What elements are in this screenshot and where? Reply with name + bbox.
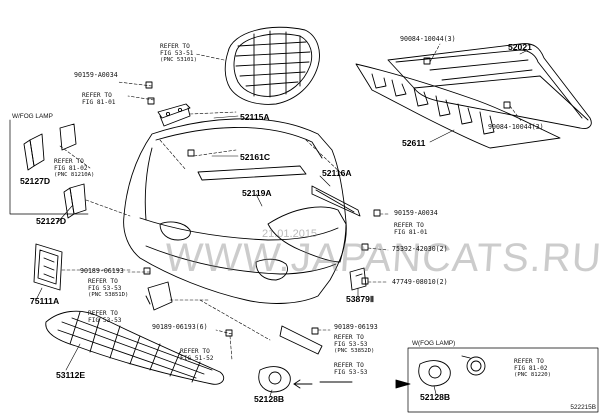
front-bumper-cover (123, 118, 347, 304)
fastener-90189-b[interactable]: 90189-06193(6) (152, 323, 208, 331)
diagram-code: 522215B (570, 404, 596, 411)
license-plate-bracket (33, 243, 63, 291)
part-number-53879[interactable]: 53879Ⅱ (346, 294, 375, 304)
upper-retainer (157, 103, 191, 127)
part-number-52611[interactable]: 52611 (402, 138, 426, 148)
side-bracket (267, 206, 347, 263)
side-retainer (311, 185, 361, 217)
fastener-75392[interactable]: 75392-42030(2) (392, 245, 448, 253)
part-number-52128b-left[interactable]: 52128B (254, 394, 285, 404)
bracket-53879 (349, 267, 367, 291)
part-number-leaders (35, 49, 529, 397)
fastener-90084-top[interactable]: 90084-10044(3) (400, 35, 456, 43)
part-number-52021[interactable]: 52021 (508, 42, 532, 52)
part-number-52127d-lower[interactable]: 52127D (36, 216, 67, 226)
energy-absorber (355, 63, 561, 149)
fastener-90159-mid[interactable]: 90159-A0034 (394, 209, 438, 217)
fog-lamp-frame-left (9, 119, 89, 215)
fastener-90189-a[interactable]: 90189-06193 (80, 267, 124, 275)
part-number-52115a[interactable]: 52115A (240, 112, 270, 122)
part-number-52161c[interactable]: 52161C (240, 152, 271, 162)
fog-lamp-frame-right (407, 347, 599, 413)
lower-right-bracket (279, 325, 323, 355)
leader-lines (59, 43, 523, 361)
part-number-52128b-right[interactable]: 52128B (420, 392, 451, 402)
lower-left-bracket (145, 281, 173, 311)
fog-lamp-tag-right: W(FOG LAMP) (412, 340, 456, 347)
part-number-53112e[interactable]: 53112E (56, 370, 86, 380)
part-number-52119a[interactable]: 52119A (242, 188, 272, 198)
watermark-site: WWW.JAPANCATS.RU (163, 236, 600, 280)
fog-lamp-cover-left (258, 366, 291, 393)
direction-arrow (293, 379, 411, 389)
fasteners (143, 57, 511, 337)
bumper-reinforcement (387, 43, 592, 129)
part-number-52127d-upper[interactable]: 52127D (20, 176, 51, 186)
fog-lamp-cover-right (418, 360, 451, 387)
lower-grille (45, 310, 225, 385)
fastener-90159-top[interactable]: 90159-A0034 (74, 71, 118, 79)
fastener-90084-bottom[interactable]: 90084-10044(3) (488, 123, 544, 131)
part-number-75111a[interactable]: 75111A (30, 296, 60, 306)
radiator-grille (224, 26, 320, 105)
watermark-date: 21.01.2015 (262, 228, 318, 240)
fog-lamp-tag-left: W/FOG LAMP (12, 113, 53, 120)
part-number-52116a[interactable]: 52116A (322, 168, 352, 178)
fog-lamp (461, 355, 486, 376)
fastener-47749[interactable]: 47749-08010(2) (392, 278, 448, 286)
fastener-90189-c[interactable]: 90189-06193 (334, 323, 378, 331)
